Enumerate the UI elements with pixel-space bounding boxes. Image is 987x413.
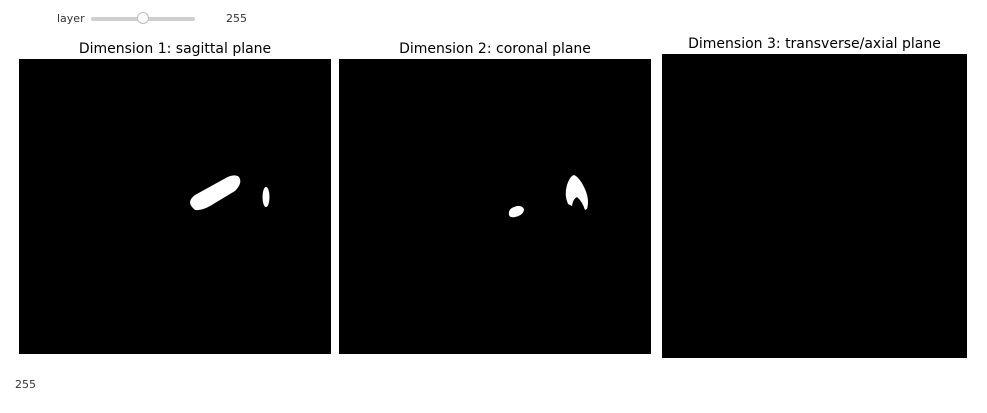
slider-value-readout: 255 (226, 12, 247, 25)
coronal-mask-blob-small (508, 205, 524, 218)
slider-handle[interactable] (137, 12, 149, 24)
sagittal-mask-blob-large (190, 175, 241, 211)
sagittal-plane-title: Dimension 1: sagittal plane (78, 41, 272, 57)
coronal-plane-title: Dimension 2: coronal plane (399, 41, 591, 57)
layer-slider-widget: layer 255 (0, 8, 300, 30)
coronal-mask (508, 175, 588, 218)
coronal-plane-image (339, 59, 651, 354)
coronal-mask-blob-large (565, 175, 588, 210)
sagittal-mask-blob-small (262, 187, 270, 207)
sagittal-plane-image (19, 59, 331, 354)
axial-plane-title: Dimension 3: transverse/axial plane (688, 36, 941, 52)
slider-label: layer (57, 12, 85, 25)
axial-plane-image (662, 54, 967, 358)
output-value: 255 (15, 378, 36, 391)
sagittal-mask (190, 175, 270, 211)
